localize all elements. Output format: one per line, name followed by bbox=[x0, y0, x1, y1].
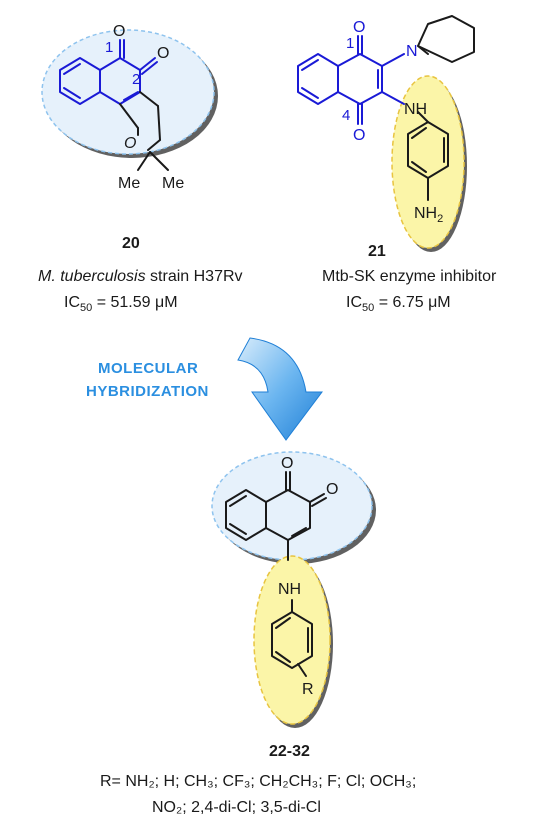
compound-20-o-ring: O bbox=[124, 135, 136, 152]
compound-20-methyl-1: Me bbox=[118, 175, 140, 192]
compound-21-activity-caption: Mtb-SK enzyme inhibitor bbox=[322, 268, 497, 285]
compound-22-32-substituents-line-2: NO₂; 2,4-di-Cl; 3,5-di-Cl bbox=[152, 799, 321, 816]
compound-22-32-aniline-highlight bbox=[253, 555, 331, 725]
compound-21-id: 21 bbox=[368, 243, 386, 260]
compound-20-organism-caption: M. tuberculosis strain H37Rv bbox=[38, 268, 243, 285]
compound-21-piperidine-ring bbox=[417, 15, 475, 63]
compound-22-32-o-1: O bbox=[281, 455, 293, 472]
compound-21-o-bottom: O bbox=[353, 127, 365, 144]
compound-22-32-nh: NH bbox=[278, 581, 301, 598]
compound-21-locant-4: 4 bbox=[342, 107, 350, 124]
arrow-label-line-1: MOLECULAR bbox=[98, 360, 198, 377]
compound-22-32-o-2: O bbox=[326, 481, 338, 498]
compound-20-ic50: IC50 = 51.59 μM bbox=[64, 294, 178, 314]
compound-22-32-aniline-ring bbox=[271, 611, 313, 669]
compound-20-o-carbonyl-2: O bbox=[157, 45, 169, 62]
compound-20-id: 20 bbox=[122, 235, 140, 252]
compound-21-nh2: NH2 bbox=[414, 205, 443, 225]
compound-21-ic50: IC50 = 6.75 μM bbox=[346, 294, 451, 314]
compound-21-structure: O O 1 4 N NH NH2 bbox=[297, 15, 475, 252]
compound-20-quinone-ring bbox=[99, 57, 141, 105]
compound-22-32-id: 22-32 bbox=[269, 743, 310, 760]
compound-20-o-carbonyl-1: O bbox=[113, 23, 125, 40]
compound-21-o-top: O bbox=[353, 19, 365, 36]
hybridization-arrow bbox=[237, 337, 323, 441]
compound-20-structure: O O 1 2 O Me Me bbox=[41, 23, 218, 192]
compound-21-benzene-ring bbox=[297, 53, 339, 105]
arrow-label-line-2: HYBRIDIZATION bbox=[86, 383, 209, 400]
compound-22-32-r-group: R bbox=[302, 681, 314, 698]
compound-20-locant-1: 1 bbox=[105, 39, 113, 56]
compound-22-32-substituents-line-1: R= NH₂; H; CH₃; CF₃; CH₂CH₃; F; Cl; OCH₃… bbox=[100, 773, 416, 790]
curved-arrow-icon bbox=[237, 337, 323, 441]
compound-21-quinone-ring bbox=[337, 53, 383, 105]
compound-22-32-quinone-ring bbox=[265, 489, 311, 541]
compound-21-n-piperidine: N bbox=[406, 43, 418, 60]
compound-21-locant-1: 1 bbox=[346, 35, 354, 52]
compound-22-32-structure: O O NH R bbox=[211, 451, 376, 728]
compound-20-methyl-2: Me bbox=[162, 175, 184, 192]
compound-21-aniline-highlight bbox=[391, 75, 465, 249]
compound-21-nh: NH bbox=[404, 101, 427, 118]
compound-20-locant-2: 2 bbox=[132, 71, 140, 88]
